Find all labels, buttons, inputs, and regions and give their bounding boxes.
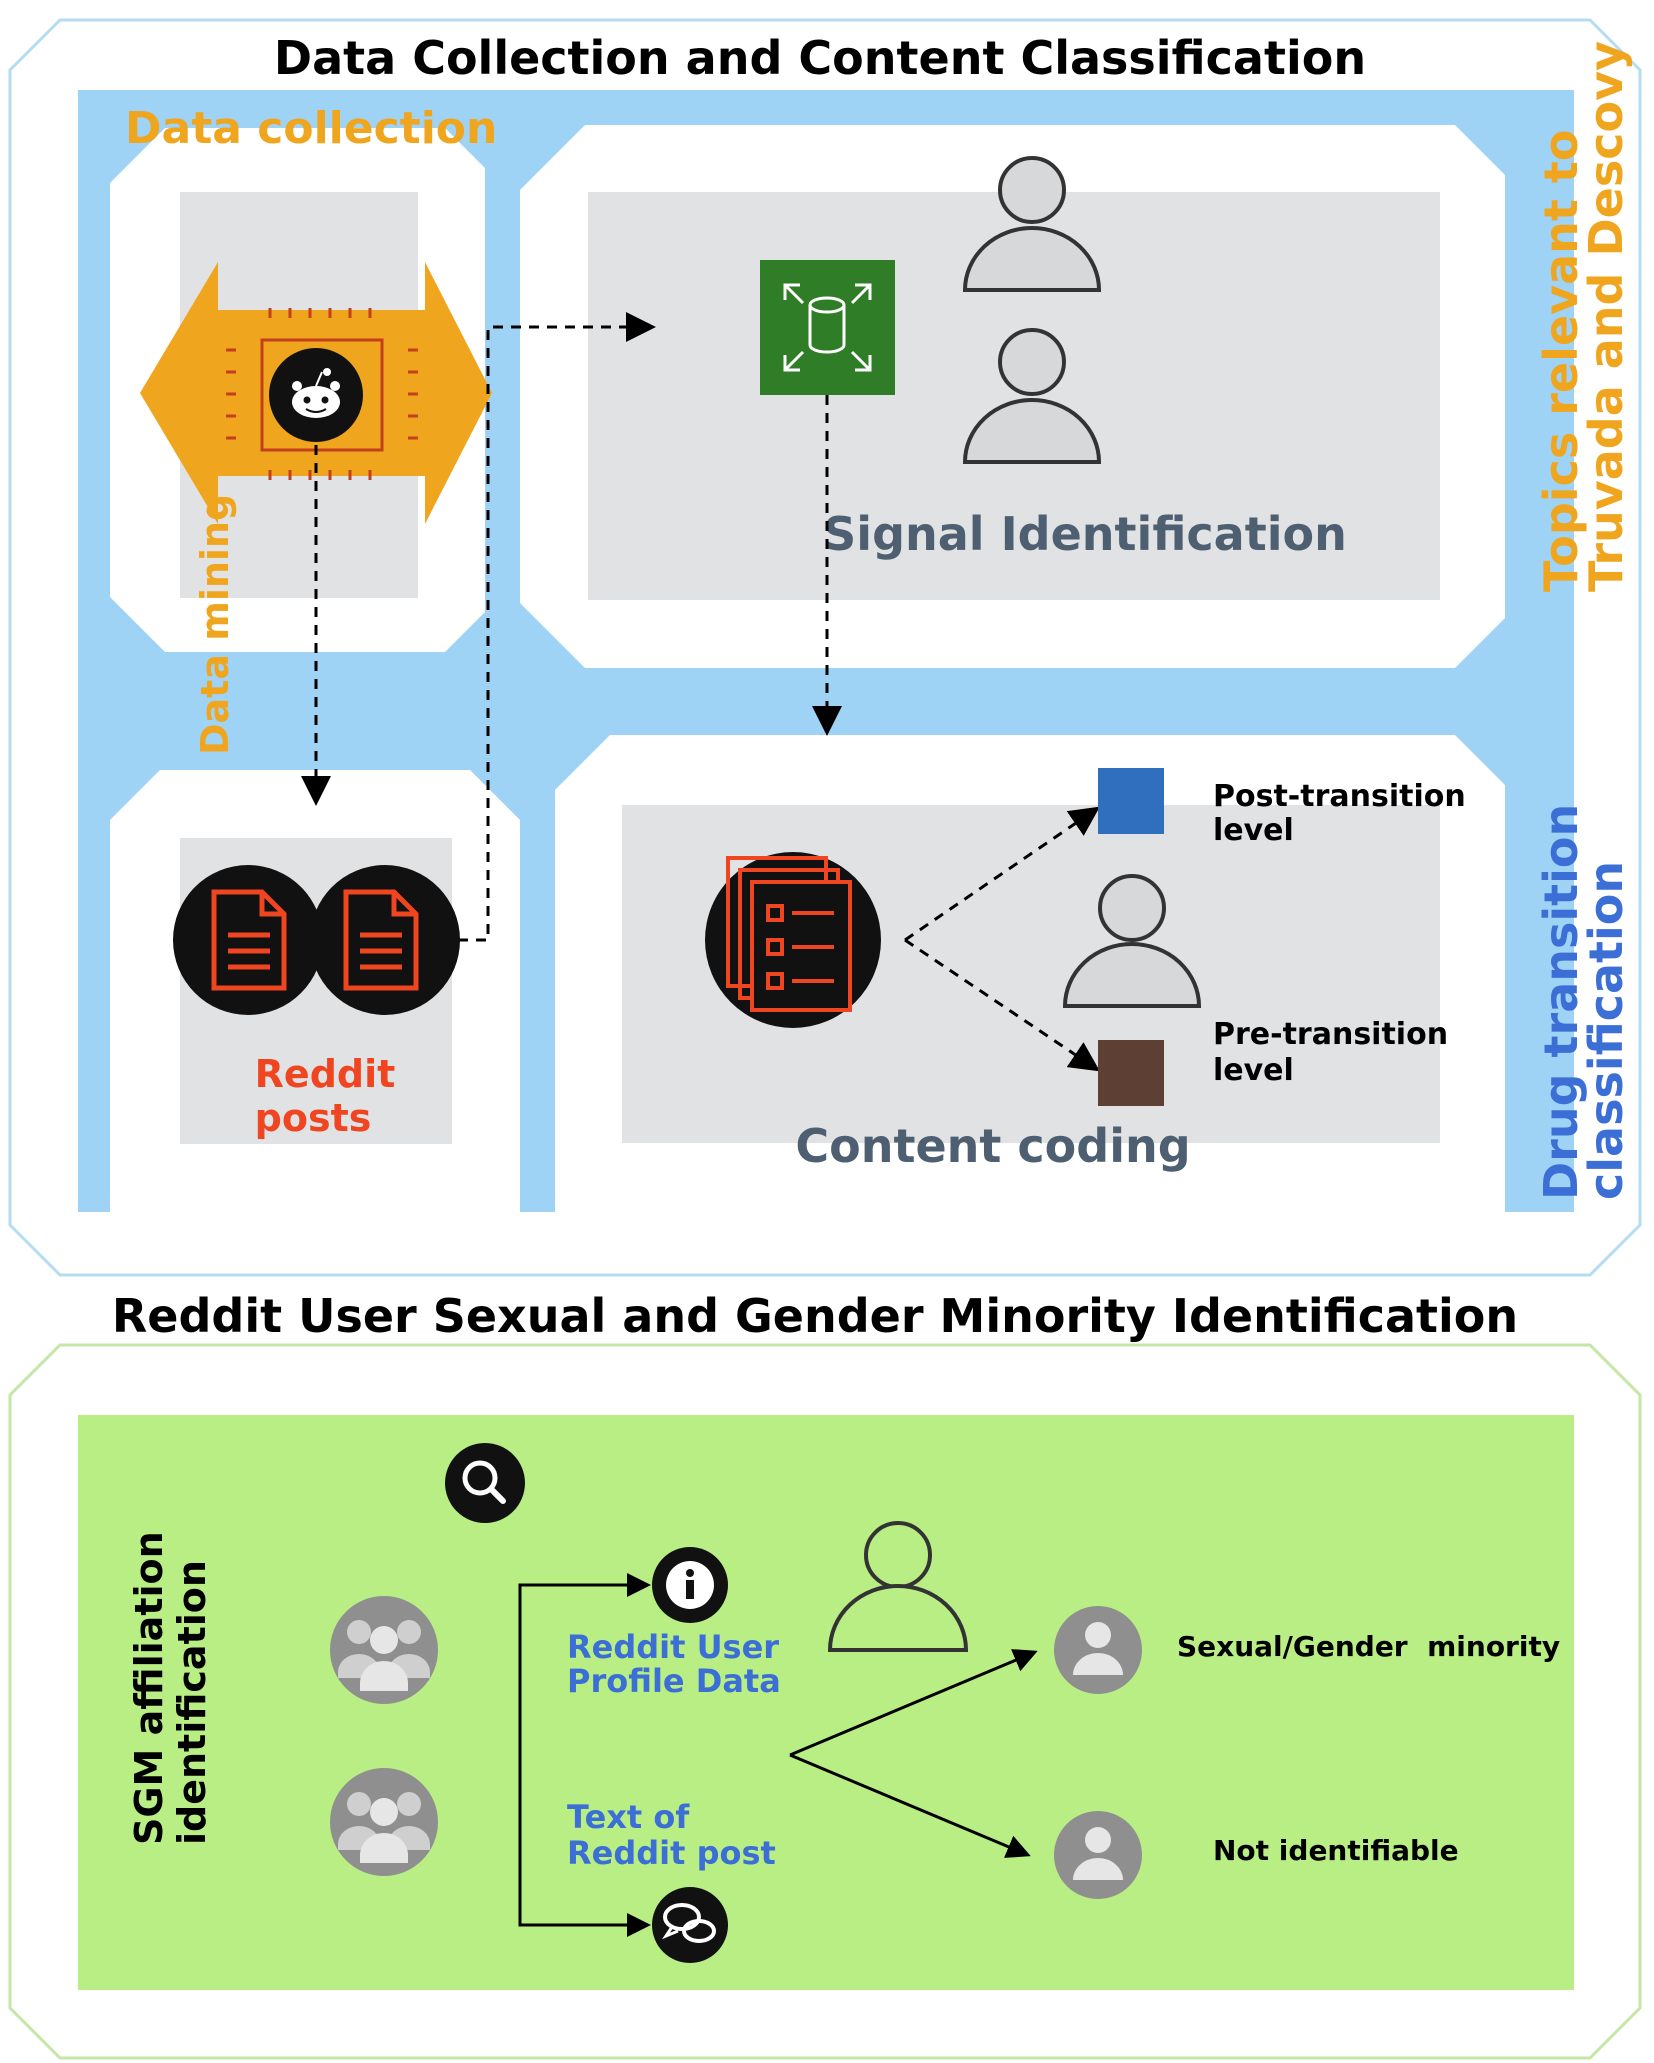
bottom-green-panel (78, 1415, 1574, 1990)
drug-transition-label-line2: classification (1579, 861, 1633, 1200)
topics-label-line1: Topics relevant to (1534, 130, 1588, 592)
post-transition-label-line1: Post-transition (1213, 779, 1466, 814)
reddit-logo-icon (269, 348, 363, 442)
connector-post-text (518, 1755, 651, 1937)
pre-transition-square (1098, 1040, 1164, 1106)
connector-to-minority (789, 1649, 1038, 1757)
pre-transition-label-line2: level (1213, 1053, 1294, 1088)
post-text-label-line2: Reddit post (567, 1834, 776, 1872)
chat-bubbles-icon (652, 1887, 728, 1963)
document-icon-2 (310, 865, 460, 1015)
connector-coding-to-post (904, 806, 1100, 942)
person-icon-3 (1062, 874, 1202, 1008)
sgm-label-line1: SGM affiliation (127, 1531, 171, 1845)
chip-pins (226, 308, 418, 480)
topics-label-line2: Truvada and Descovy (1579, 41, 1633, 592)
user-avatar-icon-not-identifiable (1054, 1811, 1142, 1899)
group-icon-2 (330, 1768, 438, 1876)
data-mining-label: Data mining (193, 494, 237, 755)
top-section-title: Data Collection and Content Classificati… (274, 31, 1366, 85)
top-section: Data Collection and Content Classificati… (8, 18, 1642, 1277)
person-icon-green (827, 1521, 969, 1652)
pre-transition-label-line1: Pre-transition (1213, 1017, 1448, 1052)
drug-transition-label-line1: Drug transition (1534, 804, 1588, 1200)
connector-profile-data (518, 1573, 651, 1755)
profile-data-label-line2: Profile Data (567, 1662, 781, 1700)
post-transition-square (1098, 768, 1164, 834)
bottom-section: Reddit User Sexual and Gender Minority I… (8, 1289, 1642, 2060)
person-icon-1 (962, 156, 1102, 292)
search-icon (445, 1443, 525, 1523)
content-coding-label: Content coding (795, 1119, 1190, 1173)
connector-to-not-identifiable (789, 1753, 1031, 1858)
person-icon-2 (962, 328, 1102, 464)
connector-coding-to-pre (904, 938, 1100, 1072)
post-transition-label-line2: level (1213, 813, 1294, 848)
user-avatar-icon-minority (1054, 1606, 1142, 1694)
profile-data-label-line1: Reddit User (567, 1628, 779, 1666)
sgm-label-line2: identification (170, 1560, 214, 1845)
data-collection-label: Data collection (125, 103, 497, 154)
post-text-label-line1: Text of (567, 1798, 690, 1836)
connector-posts-to-signal (458, 312, 656, 942)
document-icon-1 (173, 865, 323, 1015)
info-icon (652, 1547, 728, 1623)
bottom-section-title: Reddit User Sexual and Gender Minority I… (112, 1289, 1518, 1343)
checklist-icon (705, 852, 881, 1028)
database-icon (760, 260, 895, 395)
reddit-posts-label-line1: Reddit (255, 1052, 396, 1096)
data-mining-arrow (140, 262, 492, 524)
signal-identification-label: Signal Identification (823, 507, 1347, 561)
group-icon-1 (330, 1596, 438, 1704)
reddit-posts-label-line2: posts (255, 1096, 372, 1140)
outcome-not-identifiable-label: Not identifiable (1213, 1834, 1459, 1867)
outcome-minority-label: Sexual/Gender minority (1177, 1630, 1560, 1663)
